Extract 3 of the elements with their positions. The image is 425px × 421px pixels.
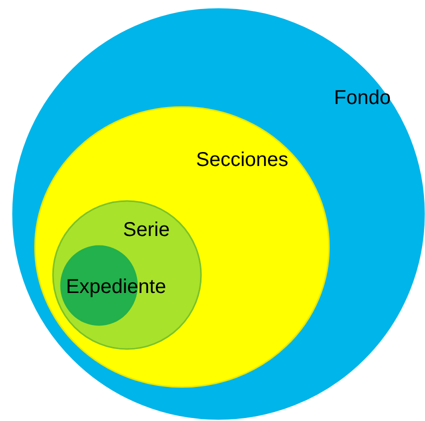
set-label: Fondo bbox=[334, 88, 391, 108]
set-label: Serie bbox=[123, 220, 170, 240]
set-label: Secciones bbox=[196, 150, 288, 170]
